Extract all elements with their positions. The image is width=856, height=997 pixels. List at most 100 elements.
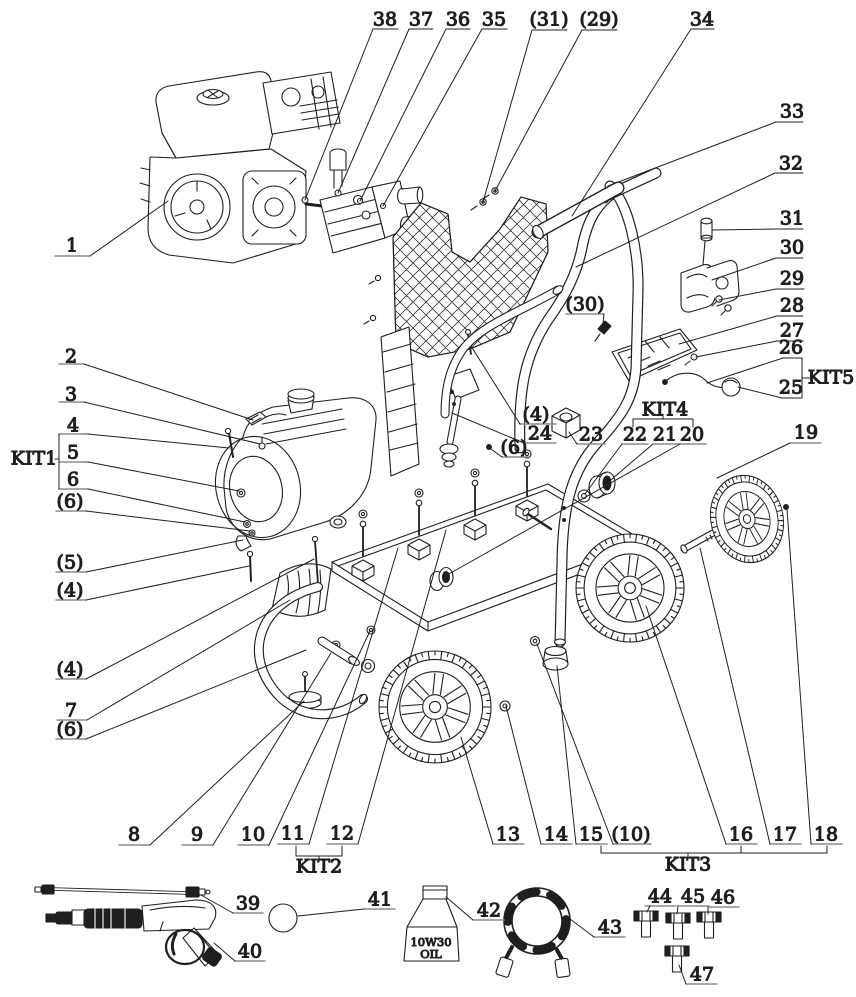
leader-40 — [213, 942, 236, 962]
hub-center — [624, 582, 636, 594]
wheel-hub-washer — [499, 700, 511, 712]
side-panel — [594, 320, 741, 397]
tread — [575, 533, 685, 643]
hub-center — [742, 514, 752, 524]
callout-31-9: 31 — [780, 208, 804, 230]
leader-11 — [308, 547, 399, 845]
leader-35 — [382, 28, 483, 207]
callout-15-44: 15 — [579, 824, 603, 846]
bolt-head — [415, 499, 423, 507]
callout-30-10: 30 — [780, 237, 804, 259]
nut-hole — [360, 511, 366, 517]
clip-30 — [597, 320, 612, 335]
callout-5-21: 5 — [67, 442, 79, 464]
trigger-guard — [164, 928, 206, 966]
callout-(4)-26: (4) — [57, 659, 84, 681]
callout-46-56: 46 — [711, 887, 735, 909]
leader-(10) — [536, 643, 614, 845]
leader-37 — [337, 28, 410, 194]
leader-29 — [718, 288, 777, 301]
callout-(29)-5: (29) — [579, 9, 618, 31]
mount-block — [463, 518, 487, 541]
leader-39 — [198, 893, 234, 914]
tread — [378, 650, 492, 764]
kit-label-KIT1: KIT1 — [11, 448, 57, 470]
kit-label-KIT4: KIT4 — [642, 399, 688, 421]
spokes — [400, 672, 469, 741]
leader-(6) — [490, 448, 503, 458]
leader-(30) — [602, 313, 605, 324]
callout-11-40: 11 — [281, 823, 305, 845]
leader-(6) — [85, 510, 251, 532]
callout-4-20: 4 — [67, 415, 79, 437]
callout-17-47: 17 — [773, 824, 797, 846]
leader-1 — [89, 200, 169, 257]
leader-24 — [451, 412, 525, 444]
callout-22-34: 22 — [623, 424, 647, 446]
nut-hole — [472, 470, 478, 476]
leader-43 — [569, 918, 595, 938]
leader-27 — [695, 340, 778, 358]
leader-(4) — [85, 558, 315, 680]
recoil-starter — [163, 173, 231, 241]
handle-clamp — [680, 217, 740, 316]
callout-18-48: 18 — [814, 824, 838, 846]
nut — [470, 468, 480, 478]
callout-24-31: 24 — [528, 423, 552, 445]
callout-33-7: 33 — [780, 101, 804, 123]
leader-30 — [711, 257, 777, 281]
nozzle-44 — [633, 910, 659, 938]
leader-31 — [711, 228, 777, 231]
clamp-5 — [235, 535, 252, 552]
nozzle-47 — [664, 945, 690, 973]
rim — [595, 553, 665, 623]
leader-47 — [678, 964, 687, 985]
air-cleaner — [262, 71, 341, 135]
tank — [214, 388, 377, 582]
leader-6 — [87, 488, 246, 523]
callout-16-46: 16 — [729, 824, 753, 846]
leader-(31) — [482, 29, 533, 203]
leader-34 — [571, 28, 692, 217]
screw — [526, 512, 553, 531]
engine — [139, 71, 341, 264]
callout-(6)-32: (6) — [501, 437, 528, 459]
callout-14-43: 14 — [544, 824, 568, 846]
nut-hole — [416, 490, 422, 496]
nut-10 — [529, 635, 541, 647]
bolt-head — [471, 479, 479, 487]
wheel-spare — [709, 474, 785, 564]
leader-2 — [83, 363, 254, 421]
callout-37-1: 37 — [409, 9, 433, 31]
callout-1-17: 1 — [66, 235, 78, 257]
callout-47-57: 47 — [690, 964, 714, 986]
bolt-head — [359, 520, 367, 528]
nozzle-45 — [665, 912, 691, 940]
leader-(4) — [470, 345, 521, 425]
kit-label-KIT5: KIT5 — [808, 367, 854, 389]
leader-33 — [607, 121, 777, 187]
leader-18 — [786, 508, 812, 845]
spray-gun — [45, 899, 222, 967]
cable-26 — [665, 372, 730, 389]
nut-hole — [524, 451, 530, 457]
callout-27-13: 27 — [780, 320, 804, 342]
callout-13-42: 13 — [496, 824, 520, 846]
washer-22 — [577, 489, 591, 503]
nut — [414, 488, 424, 498]
leader-36 — [359, 28, 447, 202]
callout-32-8: 32 — [779, 153, 803, 175]
leader-26 — [706, 357, 784, 384]
ball-41 — [268, 903, 298, 933]
leader-(4) — [85, 565, 250, 601]
rim — [399, 671, 471, 743]
panel-flange — [380, 326, 420, 477]
callout-6-22: 6 — [67, 469, 79, 491]
callout-38-0: 38 — [373, 9, 397, 31]
callout-(6)-28: (6) — [57, 719, 84, 741]
hatch-lines — [393, 197, 548, 357]
leader-12 — [357, 529, 447, 845]
leader-15 — [556, 665, 577, 845]
oil-bottle: 10W30 OIL — [403, 885, 460, 962]
